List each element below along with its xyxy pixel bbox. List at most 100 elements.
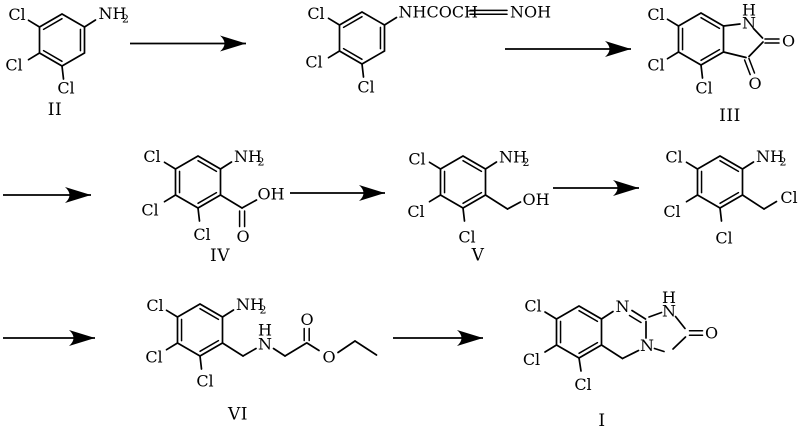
bond bbox=[361, 63, 365, 78]
double-bond bbox=[628, 314, 642, 324]
benzene-ring bbox=[174, 155, 222, 209]
bond bbox=[763, 200, 778, 210]
compound-label-iv: IV bbox=[210, 246, 230, 266]
bond bbox=[327, 17, 341, 26]
compound-label-iii: III bbox=[719, 106, 741, 126]
atom-label-nh2: NH bbox=[236, 295, 264, 314]
atom-label-o: O bbox=[236, 227, 249, 246]
bond bbox=[337, 340, 356, 354]
atom-label-nh2: NH bbox=[99, 4, 127, 23]
double-bond bbox=[748, 57, 756, 74]
structure-III: N H O O Cl Cl Cl III bbox=[647, 1, 795, 127]
benzene-ring bbox=[677, 12, 725, 66]
structure-VI: NH 2 Cl Cl Cl N H O O VI bbox=[145, 295, 378, 425]
atom-label-h: H bbox=[662, 288, 676, 307]
bond bbox=[719, 207, 723, 222]
atom-label-oh: OH bbox=[257, 185, 284, 204]
bond bbox=[722, 51, 747, 59]
double-bond bbox=[743, 59, 751, 76]
atom-label-o: O bbox=[322, 348, 335, 367]
benzene-ring bbox=[176, 303, 224, 357]
bond bbox=[327, 50, 341, 59]
bond bbox=[648, 311, 663, 318]
atom-label-nhcoch: NHCOCH bbox=[399, 3, 479, 22]
bond bbox=[666, 51, 680, 60]
atom-label-cl: Cl bbox=[695, 79, 712, 98]
bond bbox=[578, 357, 582, 372]
bond bbox=[672, 336, 687, 350]
atom-label-o: O bbox=[300, 310, 313, 329]
structure-V: NH 2 OH Cl Cl Cl V bbox=[407, 148, 549, 266]
bond bbox=[428, 194, 442, 203]
atom-label-nh2-sub: 2 bbox=[260, 304, 267, 317]
atom-label-nh2-sub: 2 bbox=[523, 156, 530, 169]
bond bbox=[484, 194, 509, 210]
atom-label-cl: Cl bbox=[408, 150, 425, 169]
bond bbox=[506, 201, 522, 210]
bond bbox=[383, 16, 398, 26]
atom-label-oh: OH bbox=[522, 190, 549, 209]
atom-label-n: N bbox=[616, 297, 630, 316]
benzene-ring bbox=[696, 155, 744, 209]
atom-label-cl: Cl bbox=[141, 201, 158, 220]
bond bbox=[752, 27, 764, 39]
bond bbox=[600, 344, 624, 360]
atom-label-cl: Cl bbox=[5, 56, 22, 75]
bond bbox=[748, 41, 764, 58]
compound-label-ii: II bbox=[48, 100, 62, 120]
atom-label-nh2: NH bbox=[234, 147, 262, 166]
atom-label-cl: Cl bbox=[458, 228, 475, 247]
atom-label-n: N bbox=[662, 302, 676, 321]
atom-label-cl: Cl bbox=[665, 148, 682, 167]
structure-IV: NH 2 OH O Cl Cl Cl IV bbox=[141, 147, 284, 266]
bond bbox=[741, 161, 755, 170]
atom-label-cl: Cl bbox=[523, 350, 540, 369]
atom-label-nh2: NH bbox=[499, 148, 527, 167]
atom-label-cl: Cl bbox=[307, 4, 324, 23]
bond bbox=[700, 64, 704, 79]
atom-label-n: N bbox=[742, 14, 756, 33]
bond bbox=[219, 194, 243, 209]
bond bbox=[653, 347, 665, 353]
atom-label-o: O bbox=[782, 32, 795, 51]
bond bbox=[27, 19, 41, 28]
atom-label-cl: Cl bbox=[357, 78, 374, 97]
benzene-ring bbox=[38, 13, 86, 67]
compound-label-i: I bbox=[598, 411, 605, 430]
bond bbox=[199, 355, 203, 370]
bond bbox=[674, 315, 686, 330]
bond bbox=[197, 207, 201, 222]
atom-label-cl: Cl bbox=[145, 348, 162, 367]
atom-label-cl: Cl bbox=[57, 79, 74, 98]
bond bbox=[544, 344, 558, 353]
atom-label-n: N bbox=[640, 336, 654, 355]
atom-label-noh: NOH bbox=[510, 3, 551, 22]
bond bbox=[163, 161, 177, 170]
bond bbox=[27, 52, 41, 61]
bond bbox=[428, 161, 442, 170]
atom-label-cl: Cl bbox=[305, 53, 322, 72]
benzene-ring bbox=[338, 11, 386, 65]
bond bbox=[242, 347, 257, 357]
atom-label-nh2-sub: 2 bbox=[122, 13, 129, 26]
atom-label-cl: Cl bbox=[146, 296, 163, 315]
bond bbox=[272, 347, 286, 357]
atom-label-nh2-sub: 2 bbox=[258, 156, 265, 169]
atom-label-cl: Cl bbox=[715, 229, 732, 248]
bond bbox=[354, 340, 378, 356]
bond bbox=[83, 19, 97, 28]
bond bbox=[221, 309, 235, 318]
bond bbox=[685, 194, 699, 203]
bond bbox=[484, 161, 498, 170]
bond bbox=[221, 342, 244, 357]
atom-label-cl: Cl bbox=[193, 225, 210, 244]
bond bbox=[284, 342, 308, 357]
atom-label-cl: Cl bbox=[647, 56, 664, 75]
double-bond bbox=[631, 309, 647, 320]
atom-label-cl: Cl bbox=[780, 188, 797, 207]
bond bbox=[165, 309, 179, 318]
atom-label-cl: Cl bbox=[574, 375, 591, 394]
bond bbox=[666, 18, 680, 27]
structure-benzyl-chloride: NH 2 Cl Cl Cl Cl bbox=[663, 147, 797, 248]
